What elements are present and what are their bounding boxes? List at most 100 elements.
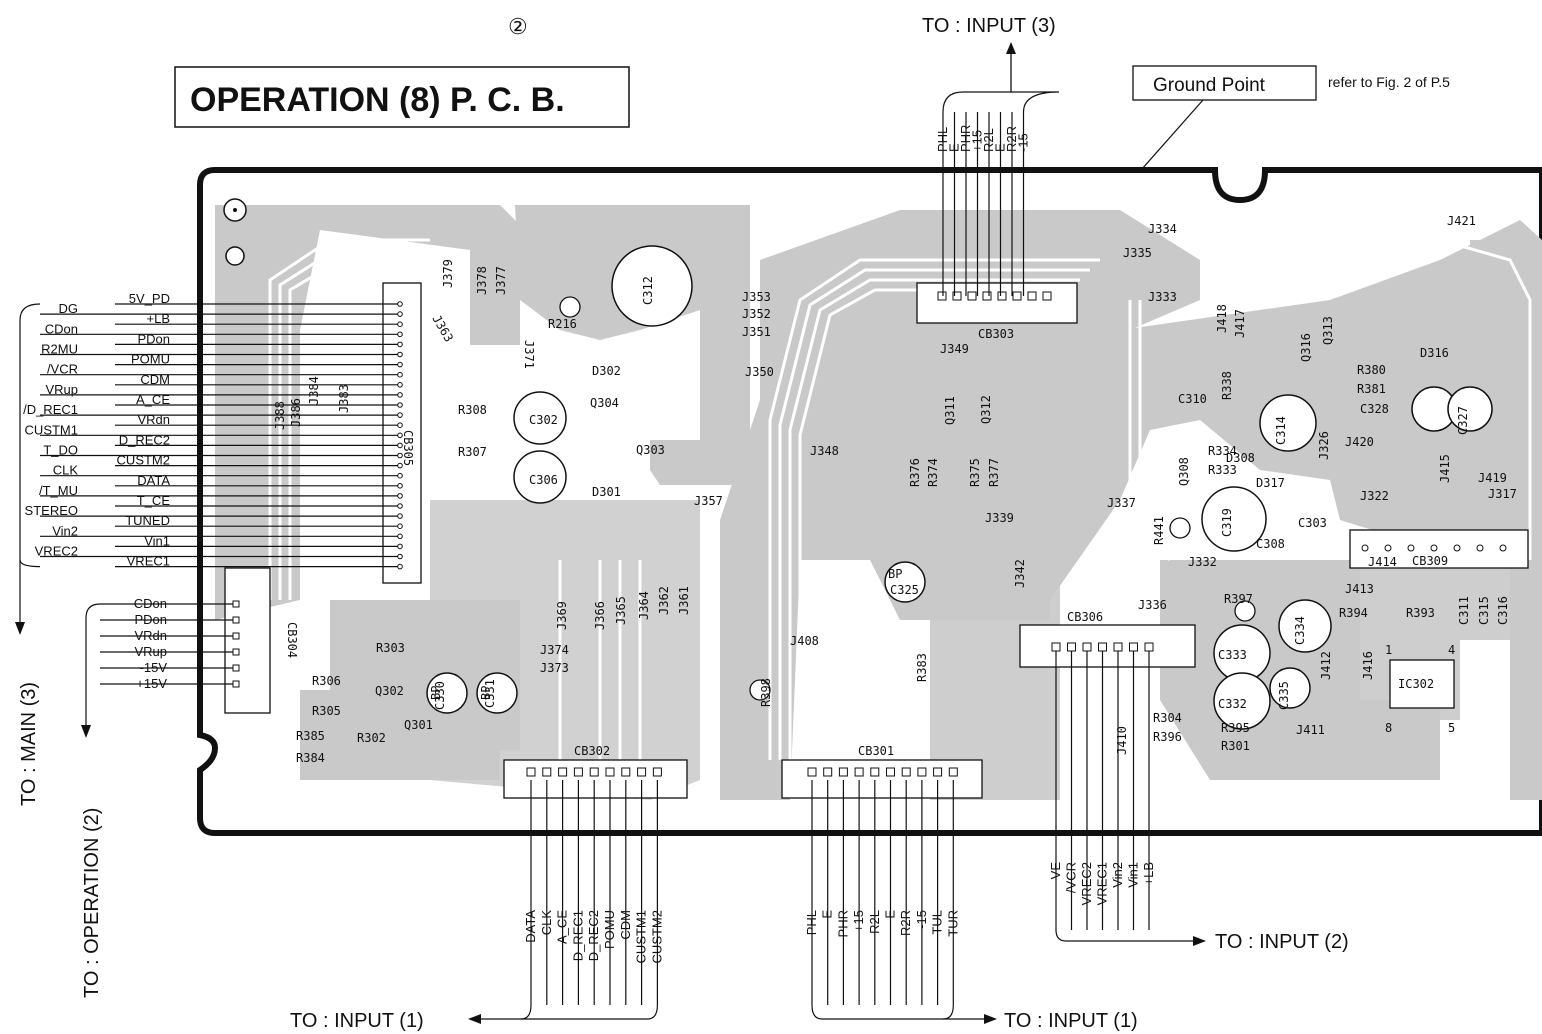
cb301-wire-15-label: +15 <box>851 910 866 932</box>
cb303-wire-r2r-label: R2R <box>1004 126 1019 152</box>
transistor-q303-label: Q303 <box>636 443 665 457</box>
transistor-q301-label: Q301 <box>404 718 433 732</box>
cb302-connector <box>503 759 688 799</box>
jumper-j335-label: J335 <box>1123 246 1152 260</box>
jumper-j357-label: J357 <box>694 494 723 508</box>
capacitor-c332 <box>1213 672 1271 730</box>
resistor-r397-label: R397 <box>1224 592 1253 606</box>
jumper-j408-label: J408 <box>790 634 819 648</box>
cb301-wire-r2r-label: R2R <box>898 910 913 936</box>
cb305-wire-pomu-label: POMU <box>131 352 170 367</box>
cb302-wire-custm2-label: CUSTM2 <box>649 910 664 963</box>
cb306-wire-vcr-label: /VCR <box>1064 862 1079 893</box>
cb305-wire-vrdn-label: VRdn <box>137 412 170 427</box>
resistor-r398-body <box>749 679 771 701</box>
resistor-r308-label: R308 <box>458 403 487 417</box>
cb303-pin <box>1027 291 1037 301</box>
capacitor-c306 <box>513 450 567 504</box>
cb305-wire-cdon-label: CDon <box>45 321 78 336</box>
cb301-wire-e-label: E <box>883 910 898 919</box>
cb309-pin <box>1476 544 1484 552</box>
jumper-j415-label: J415 <box>1438 454 1452 483</box>
capacitor-c331-label: C331 <box>483 679 497 708</box>
capacitor-c302-label: C302 <box>529 413 558 427</box>
cb303-wire-phl-label: PHL <box>935 127 950 152</box>
cb305-wire-clk-label: CLK <box>53 463 79 478</box>
jumper-j353-label: J353 <box>742 290 771 304</box>
cb305-wire-tuned-label: TUNED <box>125 513 170 528</box>
transistor-q313-label: Q313 <box>1321 316 1335 345</box>
dest-operation2-label: TO : OPERATION (2) <box>81 808 103 998</box>
cb309-pin <box>1361 544 1369 552</box>
cb303-pin <box>997 291 1007 301</box>
cb305-wire-vrec2-label: VREC2 <box>35 544 78 559</box>
capacitor-c328-label: C328 <box>1360 402 1389 416</box>
cb305-wire-t-mu-label: /T_MU <box>39 483 78 498</box>
jumper-j361-label: J361 <box>677 586 691 615</box>
resistor-r301-label: R301 <box>1221 739 1250 753</box>
dest-input3-label: TO : INPUT (3) <box>922 15 1056 37</box>
cb301-wire-phr-label: PHR <box>835 910 850 937</box>
dest-main3-label: TO : MAIN (3) <box>18 682 40 806</box>
cb302-wire-custm1-label: CUSTM1 <box>634 910 649 963</box>
cb305-wire-custm1-label: CUSTM1 <box>25 422 78 437</box>
jumper-j342-label: J342 <box>1013 559 1027 588</box>
arrow-right-icon <box>984 1014 997 1024</box>
cb305-wire-cdm-label: CDM <box>140 372 170 387</box>
resistor-r333-label: R333 <box>1208 463 1237 477</box>
resistor-r306-label: R306 <box>312 674 341 688</box>
capacitor-c330 <box>426 672 468 714</box>
jumper-j365-label: J365 <box>614 596 628 625</box>
bp-mark: BP <box>429 686 443 700</box>
jumper-j384-label: J384 <box>307 376 321 405</box>
capacitor-c319-label: C319 <box>1220 508 1234 537</box>
cb304-wire-vrdn-label: VRdn <box>134 628 167 643</box>
jumper-j386-label: J386 <box>289 398 303 427</box>
jumper-j352-label: J352 <box>742 307 771 321</box>
ground-point-label: Ground Point <box>1153 75 1266 96</box>
bp-mark: BP <box>479 686 493 700</box>
capacitor-c314 <box>1259 394 1317 452</box>
cb304-wire-pdon-label: PDon <box>134 612 167 627</box>
cb301-wire-phl-label: PHL <box>804 910 819 935</box>
capacitor-c302 <box>513 391 567 445</box>
jumper-j337-label: J337 <box>1107 496 1136 510</box>
cb302-wire-d-rec1-label: D_REC1 <box>570 910 585 961</box>
diode-d301-label: D301 <box>592 485 621 499</box>
resistor-r303-label: R303 <box>376 641 405 655</box>
ic302 <box>1389 659 1455 709</box>
cb303-pin <box>937 291 947 301</box>
arrow-left-icon <box>468 1014 481 1024</box>
capacitor-c312 <box>611 245 693 327</box>
cb309-pin <box>1407 544 1415 552</box>
jumper-j414-label: J414 <box>1368 555 1397 569</box>
page-title: OPERATION (8) P. C. B. <box>190 81 565 119</box>
dest-input1-left-label: TO : INPUT (1) <box>290 1010 424 1032</box>
capacitor-c319 <box>1201 486 1267 552</box>
diode-d316-label: D316 <box>1420 346 1449 360</box>
resistor-r302-label: R302 <box>357 731 386 745</box>
jumper-j371-label: J371 <box>522 340 536 369</box>
jumper-j351-label: J351 <box>742 325 771 339</box>
resistor-r334-label: R334 <box>1208 444 1237 458</box>
cb305-wire-data-label: DATA <box>137 473 170 488</box>
resistor-r307-label: R307 <box>458 445 487 459</box>
resistor-r375-label: R375 <box>968 458 982 487</box>
cb304-wire-15v-label: -15V <box>140 660 168 675</box>
ic302-pin-8: 8 <box>1385 721 1392 735</box>
cb306-wire-ve-label: VE <box>1048 862 1063 880</box>
ic302-pin-5: 5 <box>1448 721 1455 735</box>
cb302-wire-clk-label: CLK <box>539 910 554 936</box>
cb305-wire-lb-label: +LB <box>147 311 171 326</box>
cb305-wire-5v-pd-label: 5V_PD <box>129 291 170 306</box>
resistor-r380-label: R380 <box>1357 363 1386 377</box>
cb302-wire-a-ce-label: A_CE <box>555 910 570 944</box>
cb301-wire-15-label: -15 <box>914 910 929 929</box>
capacitor-c325 <box>884 561 926 603</box>
cb302-label: CB302 <box>574 744 610 758</box>
capacitor-c330-label: C330 <box>433 681 447 710</box>
jumper-j317-label: J317 <box>1488 487 1517 501</box>
cb301-label: CB301 <box>858 744 894 758</box>
dest-input2-label: TO : INPUT (2) <box>1215 931 1349 953</box>
